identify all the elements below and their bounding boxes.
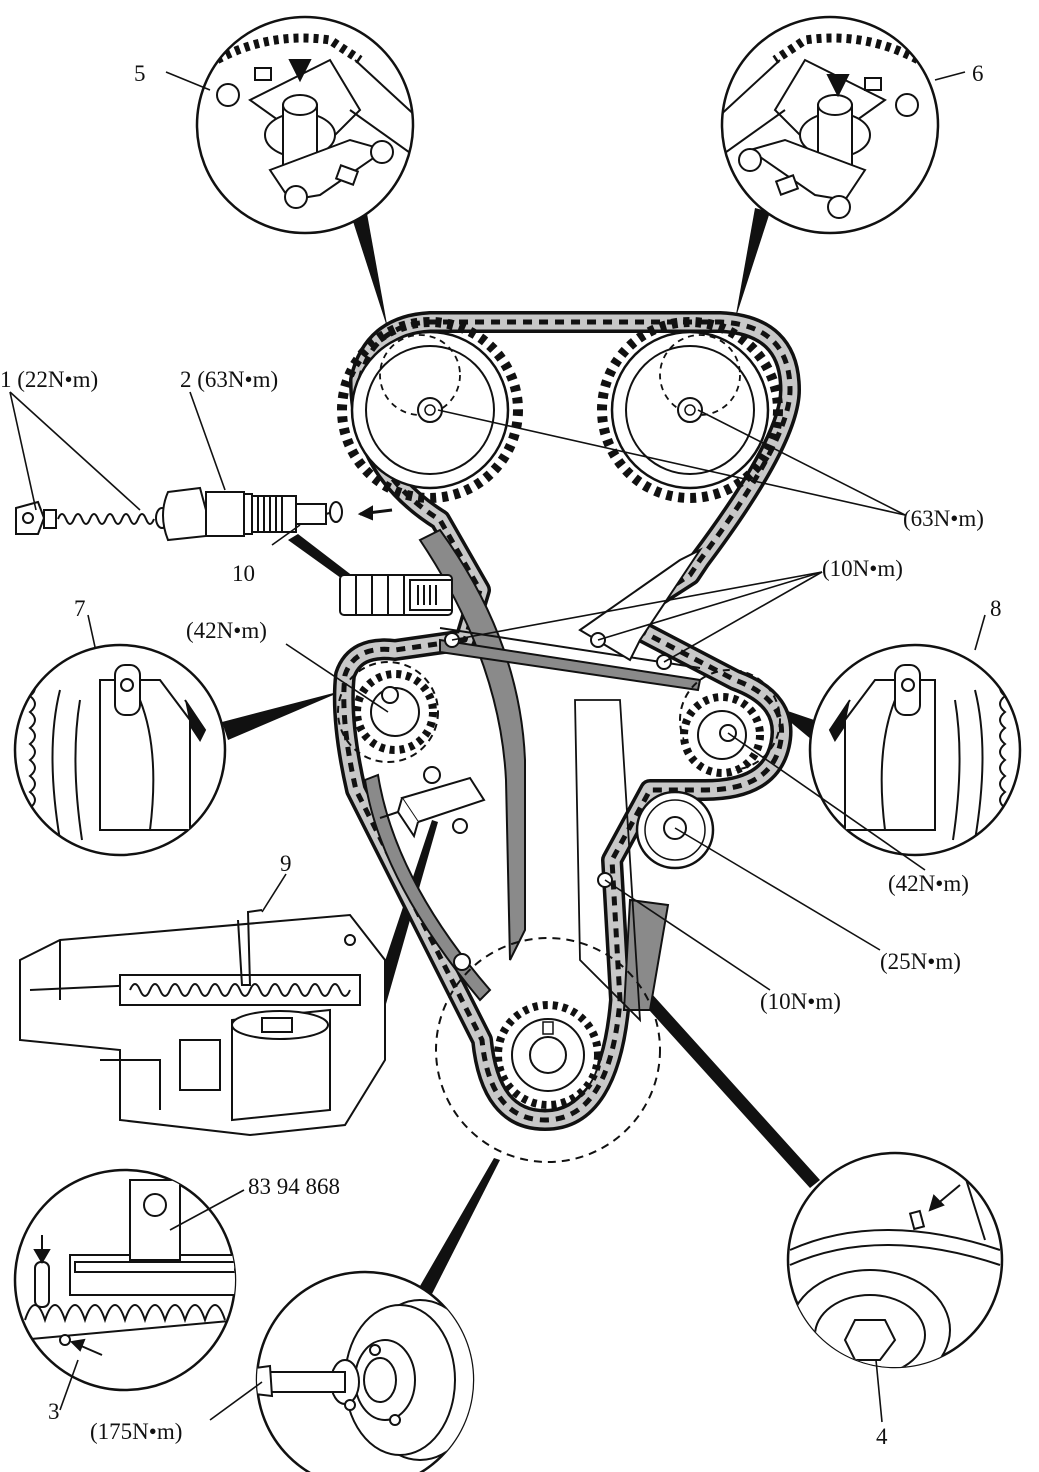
label-item-8: 8 [990, 596, 1002, 621]
detail-circle-7 [13, 643, 227, 857]
label-item-1: 1 (22N•m) [0, 367, 99, 392]
callout-leaders [222, 208, 820, 1294]
detail-circle-5 [195, 15, 415, 235]
label-idler-torque: (25N•m) [880, 949, 961, 974]
timing-chain [332, 311, 801, 1131]
label-guide-bolt-torque: (10N•m) [822, 556, 903, 581]
detail-circle-crank-pulley [255, 1270, 475, 1472]
label-item-2: 2 (63N•m) [180, 367, 279, 392]
label-right-sprocket-torque: (42N•m) [888, 871, 969, 896]
intermediate-sprocket-left [337, 661, 439, 763]
detail-circle-6 [720, 15, 940, 235]
camshaft-sprocket-left [337, 317, 523, 503]
detail-circle-4 [786, 1151, 1004, 1369]
intermediate-sprocket-right [679, 669, 781, 777]
detail-circle-3 [13, 1168, 237, 1392]
tensioner-exploded-view [15, 486, 393, 542]
label-crank-bolt-torque: (175N•m) [90, 1419, 183, 1444]
label-item-3: 3 [48, 1399, 60, 1424]
label-lower-bolt-torque: (10N•m) [760, 989, 841, 1014]
label-item-7: 7 [74, 596, 86, 621]
tensioner-block [379, 776, 486, 839]
label-left-sprocket-torque: (42N•m) [186, 618, 267, 643]
label-item-9: 9 [280, 851, 292, 876]
label-item-5: 5 [134, 61, 146, 86]
chain-tensioner [339, 574, 453, 616]
crankshaft-sprocket [435, 937, 661, 1163]
label-item-4: 4 [876, 1424, 888, 1449]
label-tool-number: 83 94 868 [248, 1174, 340, 1199]
camshaft-sprocket-right [597, 317, 783, 503]
label-leader-lines [9, 71, 986, 1423]
tensioner-cutaway [19, 909, 386, 1137]
label-item-6: 6 [972, 61, 984, 86]
idler-pulley [635, 790, 715, 870]
detail-circle-8 [808, 643, 1022, 857]
label-item-10: 10 [232, 561, 255, 586]
label-cam-bolt-torque: (63N•m) [903, 506, 984, 531]
